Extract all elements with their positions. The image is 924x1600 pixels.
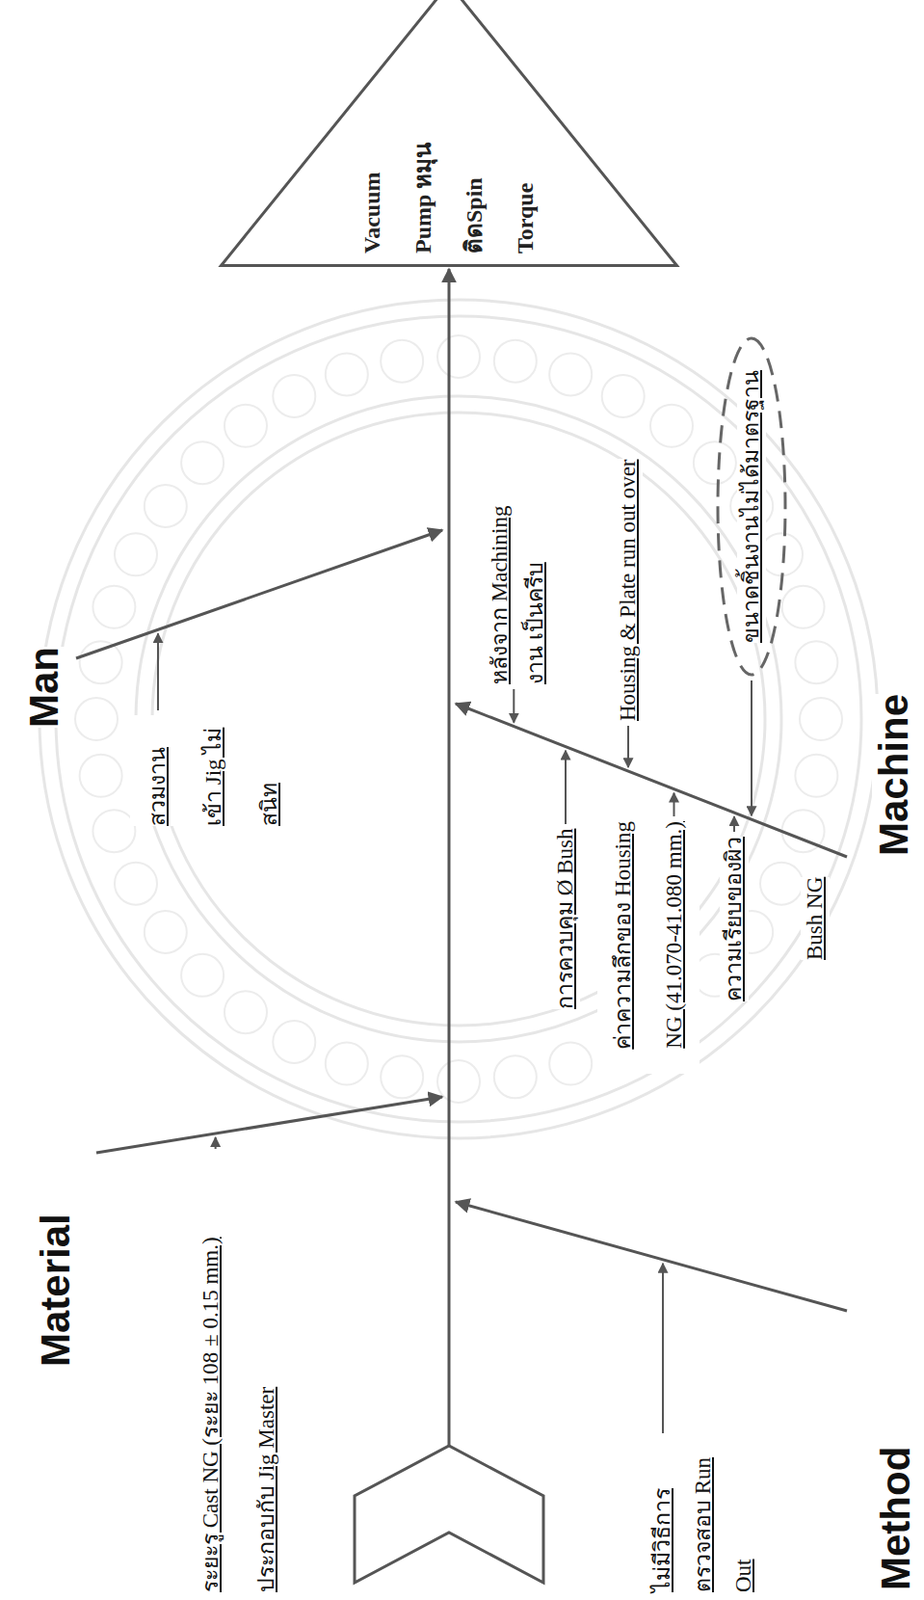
seal-petal: [693, 441, 737, 484]
seal-petal: [325, 352, 369, 396]
cause-text: Bush NG: [800, 876, 830, 960]
cause-arrow: [673, 792, 676, 817]
seal-ring: [55, 316, 862, 1122]
effect-head: Vacuum Pump หมุน ติดSpin Torque: [219, 0, 679, 267]
cause-text: หลังจาก Machining งาน เป็นครีบ: [481, 467, 554, 685]
seal-petal: [794, 640, 838, 684]
seal-petal: [272, 1020, 316, 1063]
seal-petal: [79, 640, 123, 684]
cause-text: สวมงานเข้า Jig ไม่สนิท: [130, 714, 298, 826]
cause-text: การควบคุม Ø Bush: [551, 828, 581, 1009]
fish-tail: [354, 1445, 544, 1583]
highlighted-cause: ขนาดชิ้นงานไม่ได้มาตรฐาน: [715, 336, 788, 677]
category-bone: [455, 1201, 847, 1311]
seal-petal: [602, 374, 645, 418]
category-label: Man: [22, 646, 67, 728]
cause-text: ค่าความลึกของ Housing NG (41.070-41.080 …: [597, 820, 700, 1074]
cause-arrow: [512, 688, 515, 723]
category-label: Method: [873, 1446, 919, 1590]
cause-arrow: [157, 633, 159, 711]
seal-petal: [75, 697, 118, 740]
cause-arrow: [564, 750, 567, 824]
category-bone: [76, 529, 443, 659]
seal-petal: [380, 1055, 423, 1098]
seal-petal: [380, 340, 423, 383]
node-body: ขนาดชิ้นงานไม่ได้มาตรฐาน: [737, 369, 766, 643]
seal-petal: [494, 1055, 537, 1098]
cause-text: ระยะรู Cast NG (ระยะ 108 ± 0.15 mm.) ประ…: [183, 1153, 295, 1592]
seal-petal: [549, 352, 592, 396]
seal-petal: [181, 953, 224, 997]
ellipse-shape: [717, 338, 786, 675]
seal-petal: [494, 340, 537, 383]
category-label: Material: [33, 1213, 79, 1367]
seal-petal: [760, 862, 803, 905]
cause-arrow: [214, 1136, 217, 1149]
seal-petal: [92, 809, 135, 852]
seal-petal: [794, 754, 838, 797]
seal-petal: [92, 585, 135, 629]
node-body: Vacuum Pump หมุน ติดSpin Torque: [346, 118, 552, 254]
seal-petal: [325, 1042, 369, 1085]
cause-text: ไม่มีวิธีการ ตรวจสอบ Run Out: [642, 1437, 765, 1592]
watermark-seal: [39, 299, 878, 1138]
triangle-outline: [219, 0, 679, 267]
seal-petal: [272, 374, 316, 418]
spine-arrow: [448, 268, 451, 1446]
seal-petal: [437, 335, 480, 378]
seal-petal: [760, 532, 803, 576]
seal-petal: [181, 441, 224, 484]
cause-arrow: [661, 1263, 664, 1433]
seal-petal: [549, 1042, 592, 1085]
seal-petal: [79, 754, 123, 797]
cause-text: Housing & Plate run out over: [613, 459, 643, 722]
seal-petal: [144, 484, 187, 528]
seal-petal: [114, 862, 158, 905]
seal-petal: [799, 697, 843, 740]
seal-petal: [650, 404, 693, 448]
cause-arrow: [733, 816, 736, 832]
seal-petal: [224, 990, 267, 1033]
seal-petal: [144, 910, 187, 953]
seal-petal: [782, 585, 825, 629]
seal-petal: [224, 404, 267, 448]
cause-arrow: [627, 725, 630, 767]
triangle-shape: [221, 0, 678, 266]
cause-arrow: [750, 680, 753, 816]
effect-text: Vacuum Pump หมุน ติดSpin Torque: [346, 118, 552, 254]
seal-petal: [437, 1059, 480, 1103]
cause-text: ความเรียบของผิว: [719, 836, 749, 1002]
seal-petal: [114, 532, 158, 576]
category-label: Machine: [871, 693, 917, 856]
category-bone: [96, 1096, 443, 1153]
seal-ring: [39, 299, 878, 1138]
cause-text: ขนาดชิ้นงานไม่ได้มาตรฐาน: [737, 369, 766, 643]
